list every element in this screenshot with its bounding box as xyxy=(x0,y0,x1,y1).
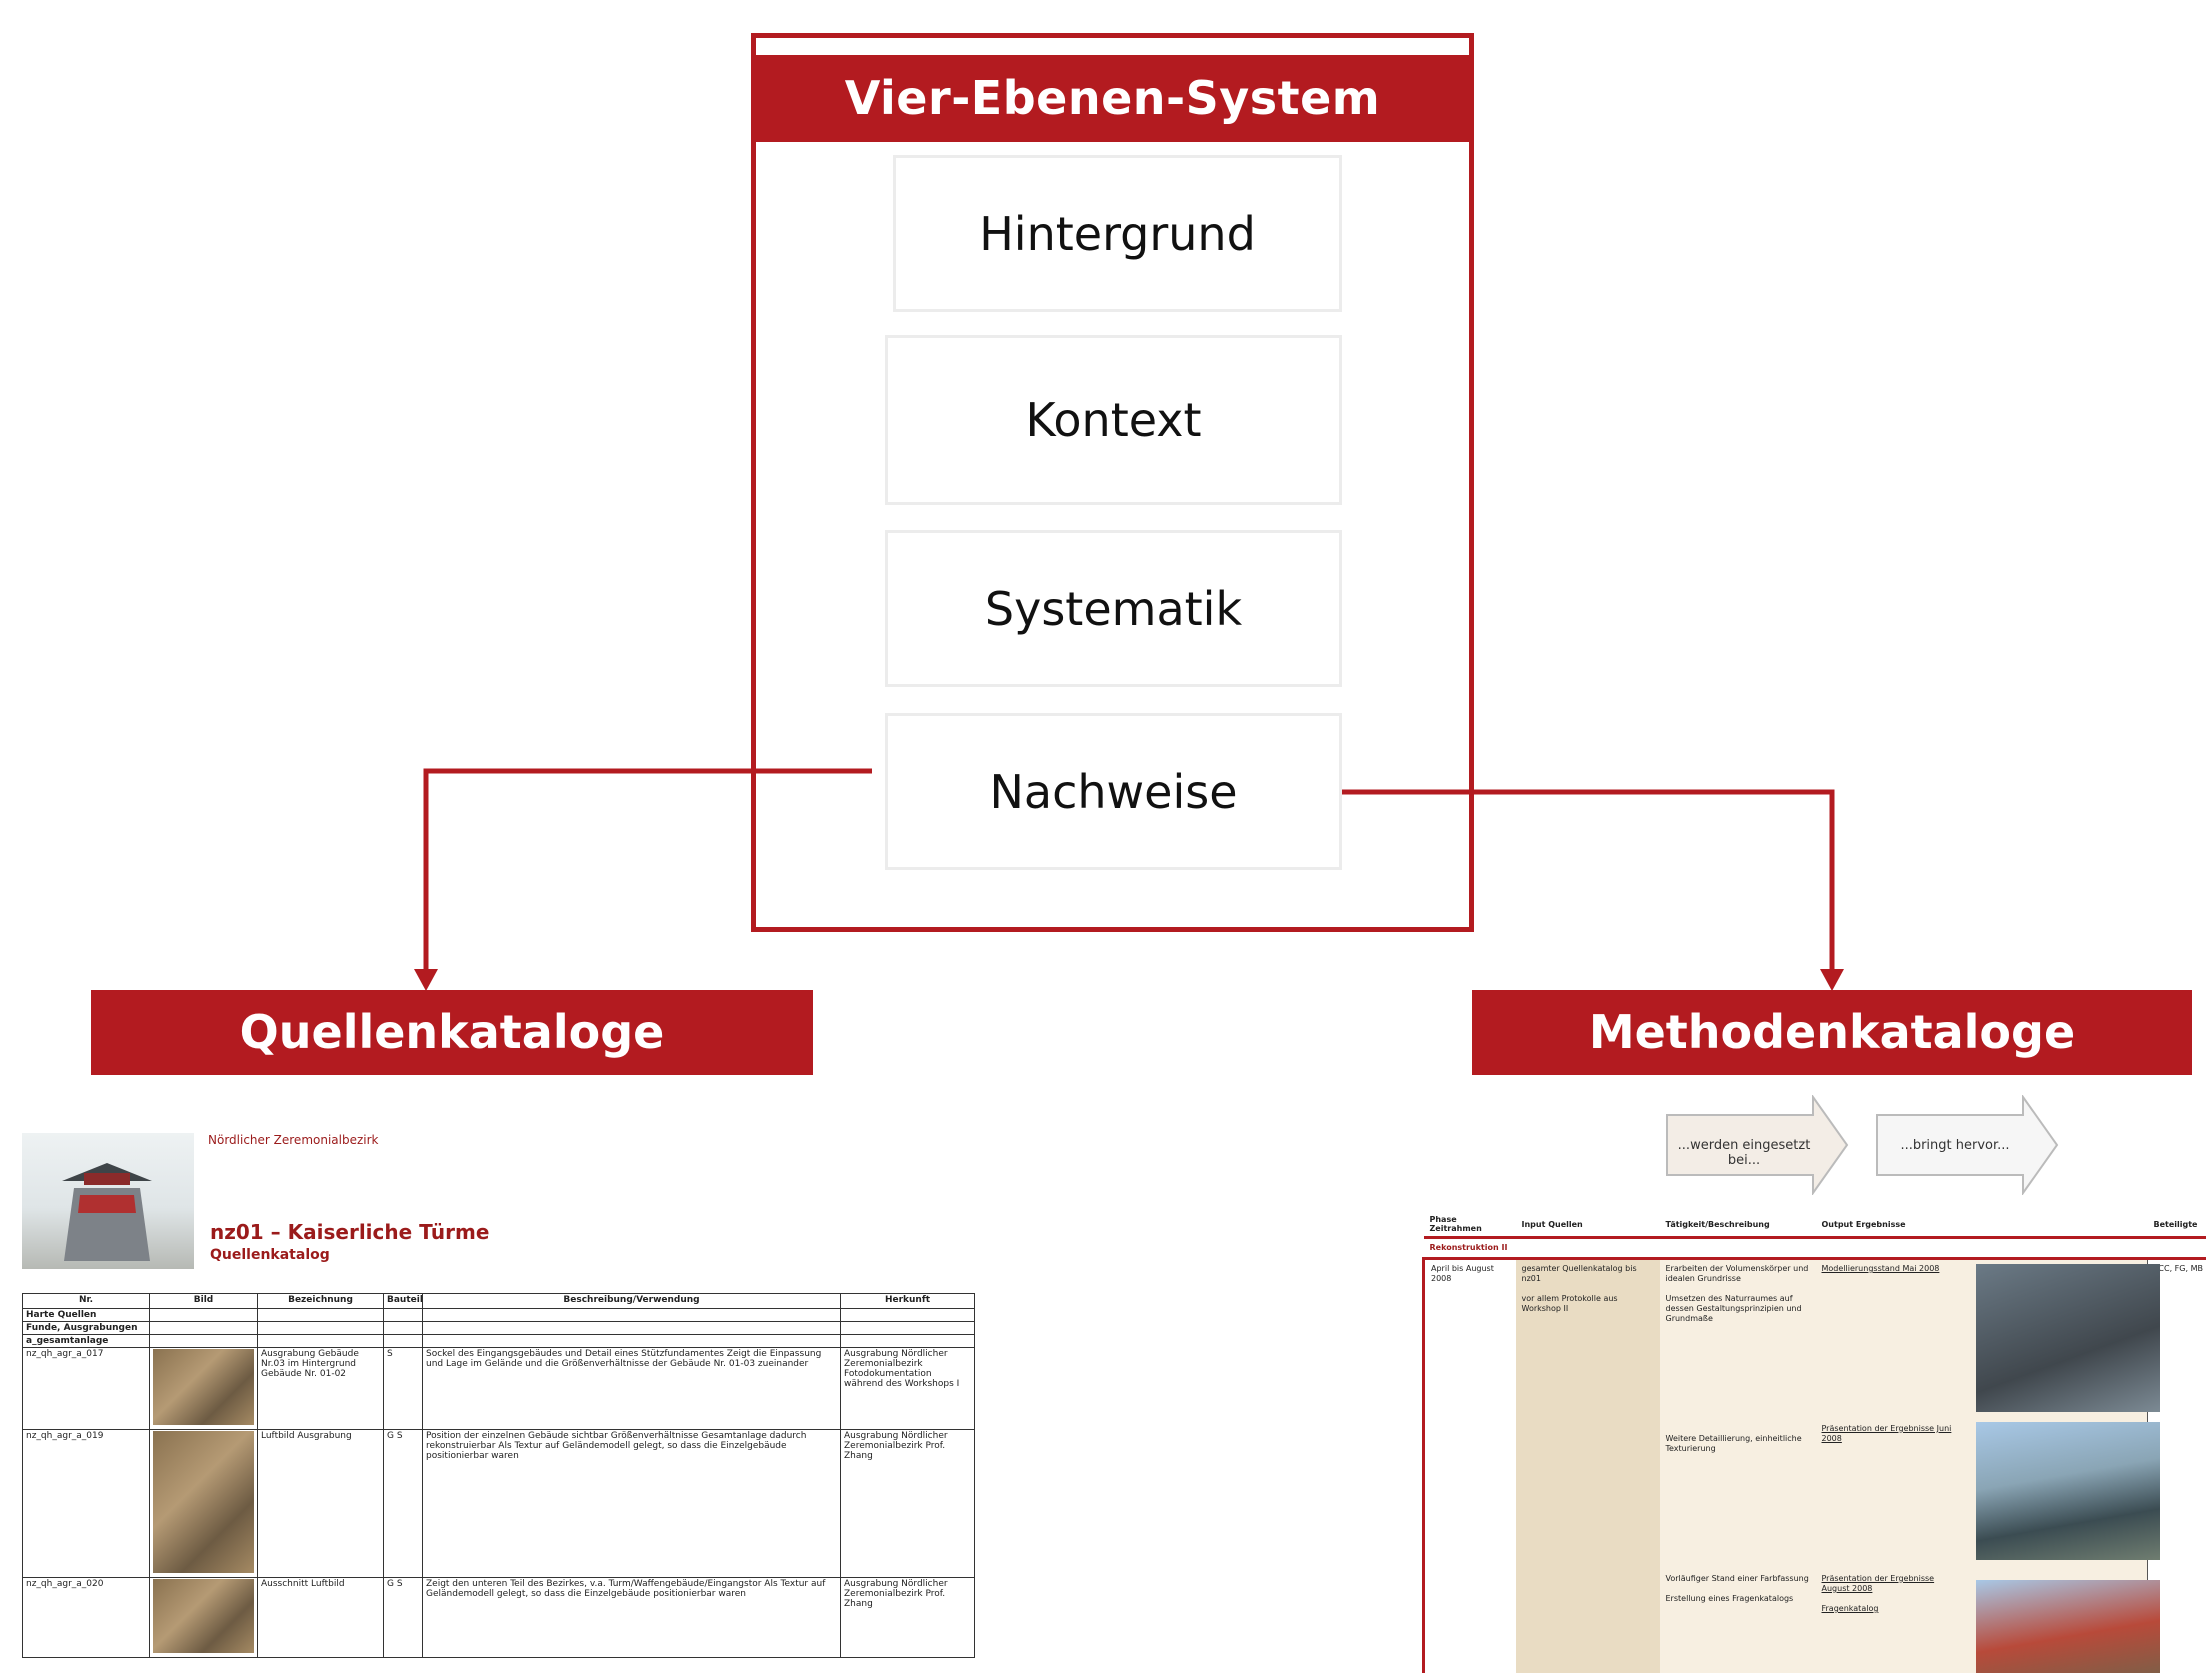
process-arrows xyxy=(1666,1095,2059,1195)
row-id: nz_qh_agr_a_017 xyxy=(22,1347,150,1430)
column-header: Nr. xyxy=(22,1293,150,1309)
district-label: Nördlicher Zeremonialbezirk xyxy=(208,1133,379,1147)
column-header: Input Quellen xyxy=(1515,1212,1660,1239)
list-item: Erstellung eines Fragenkatalogs xyxy=(1665,1594,1794,1603)
row-component: G S xyxy=(383,1429,423,1578)
list-item: Vorläufiger Stand einer Farbfassung xyxy=(1665,1574,1809,1583)
list-item: Weitere Detaillierung, einheitliche Text… xyxy=(1665,1434,1802,1453)
table-row: nz_qh_agr_a_017 Ausgrabung Gebäude Nr.03… xyxy=(22,1347,975,1430)
system-title: Vier-Ebenen-System xyxy=(751,55,1474,142)
source-catalog-table: Nr. Bild Bezeichnung Bauteil Beschreibun… xyxy=(22,1293,975,1658)
column-header: Beschreibung/Verwendung xyxy=(422,1293,841,1309)
list-item: Präsentation der Ergebnisse Juni 2008 xyxy=(1821,1424,1952,1443)
group-label: Harte Quellen xyxy=(22,1308,150,1322)
inputs-cell: gesamter Quellenkatalog bis nz01 vor all… xyxy=(1515,1258,1660,1673)
column-header: Output Ergebnisse xyxy=(1815,1212,2148,1239)
column-header: Phase Zeitrahmen xyxy=(1423,1212,1516,1239)
column-header: Tätigkeit/Beschreibung xyxy=(1659,1212,1816,1239)
list-item: Modellierungsstand Mai 2008 xyxy=(1821,1264,1940,1273)
method-catalogs-header: Methodenkataloge xyxy=(1472,990,2192,1075)
column-header: Herkunft xyxy=(840,1293,975,1309)
table-header-row: Phase Zeitrahmen Input Quellen Tätigkeit… xyxy=(1423,1212,2206,1239)
row-component: S xyxy=(383,1347,423,1430)
group-label: a_gesamtanlage xyxy=(22,1334,150,1348)
document-heading: nz01 – Kaiserliche Türme xyxy=(210,1220,490,1244)
list-item: Fragenkatalog xyxy=(1821,1604,1879,1613)
row-description: Position der einzelnen Gebäude sichtbar … xyxy=(422,1429,841,1578)
connector-to-source-catalogs xyxy=(423,768,872,975)
column-header: Beteiligte xyxy=(2147,1212,2206,1239)
level-kontext: Kontext xyxy=(885,335,1342,505)
list-item: Präsentation der Ergebnisse August 2008 xyxy=(1821,1574,1935,1593)
row-component: G S xyxy=(383,1577,423,1658)
row-origin: Ausgrabung Nördlicher Zeremonialbezirk F… xyxy=(840,1347,975,1430)
row-photo xyxy=(149,1577,258,1658)
render-image-textured xyxy=(1975,1422,2160,1560)
row-id: nz_qh_agr_a_019 xyxy=(22,1429,150,1578)
row-description: Zeigt den unteren Teil des Bezirkes, v.a… xyxy=(422,1577,841,1658)
row-photo xyxy=(149,1347,258,1430)
group-row: Funde, Ausgrabungen xyxy=(22,1321,975,1335)
list-item: Erarbeiten der Volumenskörper und ideale… xyxy=(1665,1264,1809,1283)
tower-render-thumbnail xyxy=(22,1133,194,1269)
row-designation: Ausgrabung Gebäude Nr.03 im Hintergrund … xyxy=(257,1347,384,1430)
four-level-system-frame xyxy=(751,33,1474,932)
tasks-cell: Erarbeiten der Volumenskörper und ideale… xyxy=(1659,1258,1816,1673)
process-arrow-1 xyxy=(1666,1095,1849,1195)
level-systematik: Systematik xyxy=(885,530,1342,687)
arrowhead-method-catalogs xyxy=(1820,969,1844,991)
group-row: a_gesamtanlage xyxy=(22,1334,975,1348)
column-header: Bezeichnung xyxy=(257,1293,384,1309)
process-arrow-label-2: ...bringt hervor... xyxy=(1900,1138,2010,1153)
table-row: nz_qh_agr_a_019 Luftbild Ausgrabung G S … xyxy=(22,1429,975,1578)
render-image-colored xyxy=(1975,1580,2160,1673)
row-origin: Ausgrabung Nördlicher Zeremonialbezirk P… xyxy=(840,1577,975,1658)
render-image-volume xyxy=(1975,1264,2160,1412)
list-item: Umsetzen des Naturraumes auf dessen Gest… xyxy=(1665,1294,1802,1323)
group-label: Funde, Ausgrabungen xyxy=(22,1321,150,1335)
column-header: Bild xyxy=(149,1293,258,1309)
level-hintergrund: Hintergrund xyxy=(893,155,1342,312)
arrowhead-source-catalogs xyxy=(414,969,438,991)
method-catalog-table: Phase Zeitrahmen Input Quellen Tätigkeit… xyxy=(1422,1212,2206,1673)
row-designation: Ausschnitt Luftbild xyxy=(257,1577,384,1658)
connector-to-method-catalogs xyxy=(1341,789,1835,975)
column-header: Bauteil xyxy=(383,1293,423,1309)
row-id: nz_qh_agr_a_020 xyxy=(22,1577,150,1658)
level-nachweise: Nachweise xyxy=(885,713,1342,870)
table-header-row: Nr. Bild Bezeichnung Bauteil Beschreibun… xyxy=(22,1293,975,1309)
document-subheading: Quellenkatalog xyxy=(210,1247,330,1263)
row-description: Sockel des Eingangsgebäudes und Detail e… xyxy=(422,1347,841,1430)
row-origin: Ausgrabung Nördlicher Zeremonialbezirk P… xyxy=(840,1429,975,1578)
tower-icon xyxy=(62,1163,152,1261)
group-row: Harte Quellen xyxy=(22,1308,975,1322)
section-label: Rekonstruktion II xyxy=(1423,1237,2206,1260)
outputs-cell: Modellierungsstand Mai 2008 Präsentation… xyxy=(1815,1258,2160,1673)
source-catalogs-header: Quellenkatalog­e xyxy=(91,990,813,1075)
table-row: nz_qh_agr_a_020 Ausschnitt Luftbild G S … xyxy=(22,1577,975,1658)
method-catalog-document: Phase Zeitrahmen Input Quellen Tätigkeit… xyxy=(1422,1212,2206,1673)
process-arrow-label-1: ...werden eingesetzt bei... xyxy=(1677,1138,1811,1168)
section-row: Rekonstruktion II xyxy=(1423,1237,2206,1260)
row-photo xyxy=(149,1429,258,1578)
table-row: April bis August 2008 gesamter Quellenka… xyxy=(1422,1258,2206,1673)
list-item: vor allem Protokolle aus Workshop II xyxy=(1521,1294,1618,1313)
timeframe: April bis August 2008 xyxy=(1422,1258,1516,1673)
list-item: gesamter Quellenkatalog bis nz01 xyxy=(1521,1264,1637,1283)
process-arrow-2 xyxy=(1876,1095,2059,1195)
row-designation: Luftbild Ausgrabung xyxy=(257,1429,384,1578)
